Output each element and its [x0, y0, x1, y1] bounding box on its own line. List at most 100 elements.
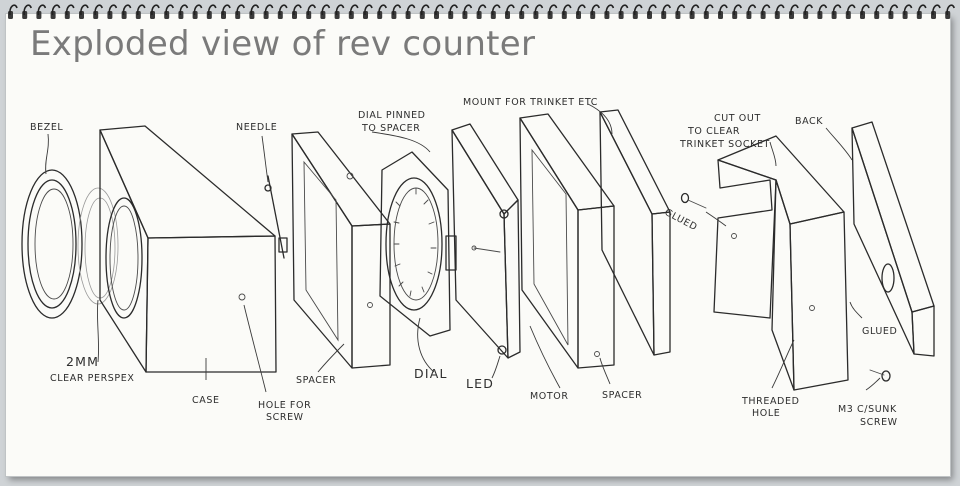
spiral-loop: [36, 4, 47, 19]
needle-part: [264, 175, 288, 259]
label-hole-line2: SCREW: [266, 412, 304, 423]
spiral-loop: [306, 4, 316, 19]
spiral-loop: [860, 4, 870, 19]
label-dial-pinned-line2: TO SPACER: [361, 123, 420, 134]
spiral-loop: [533, 4, 544, 19]
label-glued-lower: GLUED: [862, 326, 897, 337]
back-assembly: [680, 121, 935, 391]
spiral-loop: [363, 4, 373, 19]
spiral-loop: [93, 4, 103, 19]
spiral-loop: [164, 4, 174, 19]
spiral-loop: [221, 4, 231, 19]
spiral-loop: [391, 4, 402, 19]
label-case: CASE: [192, 395, 220, 406]
label-screw-line1: M3 C/SUNK: [838, 404, 897, 415]
spiral-loop: [661, 4, 671, 19]
label-hole-line1: HOLE FOR: [258, 400, 311, 411]
label-threaded-line1: THREADED: [741, 396, 799, 407]
spiral-loop: [405, 4, 416, 19]
label-perspex-line2: CLEAR PERSPEX: [50, 373, 134, 384]
spiral-loop: [547, 4, 558, 19]
spiral-loop: [845, 4, 856, 19]
label-cutout-line1: CUT OUT: [714, 113, 761, 124]
spiral-loop: [774, 4, 785, 19]
label-needle: NEEDLE: [236, 122, 277, 133]
spiral-loop: [618, 4, 629, 19]
spiral-loop: [135, 4, 146, 19]
spiral-loop: [902, 4, 913, 19]
dial-tick-marks: [393, 187, 437, 297]
label-cutout-line3: TRINKET SOCKET: [679, 139, 770, 150]
spiral-loop: [249, 4, 260, 19]
spiral-loop: [490, 4, 501, 19]
spiral-loop: [675, 4, 686, 19]
spiral-loop: [448, 4, 458, 19]
label-cutout-line2: TO CLEAR: [687, 126, 740, 137]
spiral-loop: [334, 4, 345, 19]
spiral-loop: [476, 4, 487, 19]
spiral-loop: [206, 4, 217, 19]
spiral-loop: [561, 4, 572, 19]
case-box: [99, 125, 277, 373]
spiral-loop: [888, 4, 899, 19]
spiral-loop: [8, 4, 18, 19]
spiral-loop: [50, 4, 61, 19]
leader-lines: [45, 103, 881, 393]
spiral-loop: [22, 4, 32, 19]
spiral-loop: [632, 4, 643, 19]
spiral-loop: [789, 4, 799, 19]
label-spacer-rear: SPACER: [602, 390, 642, 401]
spiral-loop: [320, 4, 331, 19]
label-bezel: BEZEL: [30, 122, 63, 133]
label-dial-pinned-line1: DIAL PINNED: [358, 110, 426, 121]
trinket-mount-plate: [451, 123, 521, 359]
spiral-loop: [519, 4, 529, 19]
label-glued-upper: GLUED: [663, 207, 699, 233]
label-led: LED: [466, 376, 494, 391]
spiral-loop: [348, 4, 359, 19]
spiral-loop: [377, 4, 387, 19]
spiral-loop: [576, 4, 586, 19]
page-title: Exploded view of rev counter: [30, 24, 536, 64]
spiral-loop: [746, 4, 757, 19]
paper-sheet: [6, 14, 950, 476]
spiral-loop: [760, 4, 771, 19]
spiral-loop: [689, 4, 700, 19]
label-dial: DIAL: [414, 366, 448, 381]
spiral-loop: [277, 4, 288, 19]
spiral-loop: [874, 4, 884, 19]
spiral-loop: [64, 4, 75, 19]
spiral-loop: [79, 4, 89, 19]
spiral-loop: [732, 4, 742, 19]
label-mount-trinket: MOUNT FOR TRINKET ETC: [463, 97, 598, 108]
label-threaded-line2: HOLE: [752, 408, 780, 419]
spiral-loop: [235, 4, 245, 19]
spiral-loop: [178, 4, 189, 19]
spiral-loop: [419, 4, 430, 19]
label-perspex-line1: 2MM: [66, 354, 99, 369]
spiral-loop: [292, 4, 302, 19]
spiral-loop: [107, 4, 118, 19]
spiral-loop: [121, 4, 132, 19]
spiral-loop: [718, 4, 728, 19]
spiral-loop: [192, 4, 203, 19]
spiral-loop: [831, 4, 842, 19]
bezel-ring: [21, 169, 83, 319]
dial-disc: [346, 151, 457, 337]
spiral-loop: [604, 4, 615, 19]
spiral-loop: [817, 4, 828, 19]
label-screw-line2: SCREW: [860, 417, 898, 428]
spiral-binding: [8, 4, 955, 19]
label-back: BACK: [795, 116, 823, 127]
label-spacer-front: SPACER: [296, 375, 336, 386]
spiral-loop: [945, 4, 955, 19]
label-motor: MOTOR: [530, 391, 569, 402]
motor-block: [519, 113, 615, 369]
spiral-loop: [916, 4, 927, 19]
spiral-loop: [703, 4, 714, 19]
spiral-loop: [462, 4, 473, 19]
spiral-loop: [434, 4, 444, 19]
spiral-loop: [803, 4, 813, 19]
spiral-loop: [931, 4, 941, 19]
